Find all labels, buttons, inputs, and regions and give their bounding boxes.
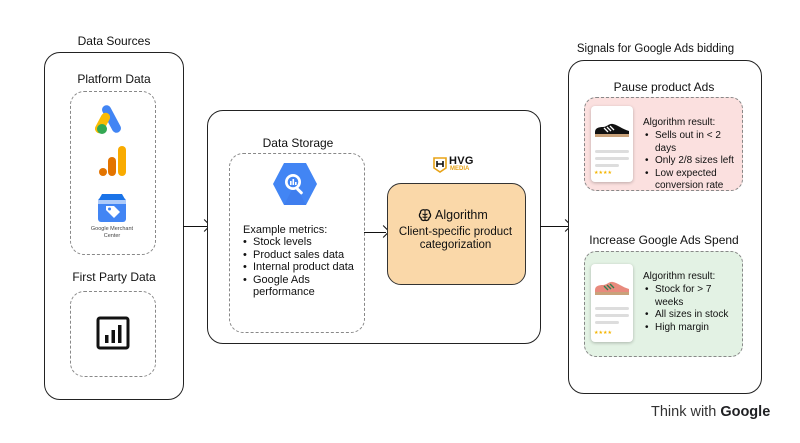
data-storage-group <box>229 153 365 333</box>
pause-result-list: Sells out in < 2 days Only 2/8 sizes lef… <box>645 130 740 193</box>
card-text-line <box>595 157 629 160</box>
think-with-google-logo: Think with Google <box>651 404 770 420</box>
result-item: Low expected conversion rate <box>645 168 740 193</box>
brain-icon <box>418 209 432 222</box>
data-storage-title: Data Storage <box>262 136 334 150</box>
algorithm-box <box>387 183 526 285</box>
result-item: Only 2/8 sizes left <box>645 155 740 168</box>
hvg-media-logo <box>433 157 447 173</box>
google-wordmark: Google <box>720 404 771 420</box>
google-analytics-icon <box>99 146 126 176</box>
metric-item: Internal product data <box>243 261 358 274</box>
sneaker-image-black <box>595 123 629 137</box>
result-item: Sells out in < 2 days <box>645 130 740 155</box>
card-text-line <box>595 321 619 324</box>
hvg-logo-subtext: MEDIA <box>450 166 470 172</box>
metrics-list: Stock levels Product sales data Internal… <box>243 236 358 299</box>
algorithm-description: Client-specific product categorization <box>398 226 513 251</box>
first-party-data-title: First Party Data <box>72 270 156 284</box>
increase-product-card <box>591 264 633 342</box>
arrow-storage-to-signals <box>540 226 568 227</box>
hvg-logo-text: HVG <box>449 155 474 167</box>
data-sources-title: Data Sources <box>77 34 151 48</box>
signals-title: Signals for Google Ads bidding <box>576 43 735 55</box>
card-text-line <box>595 314 629 317</box>
arrow-storage-to-algorithm <box>364 232 386 233</box>
sneaker-image-pink <box>595 281 629 295</box>
increase-result-list: Stock for > 7 weeks All sizes in stock H… <box>645 284 740 334</box>
platform-data-group <box>70 91 156 255</box>
result-item: All sizes in stock <box>645 309 740 322</box>
rating-stars: ★★★★ <box>594 330 612 336</box>
metric-item: Google Ads performance <box>243 274 358 299</box>
result-item: High margin <box>645 322 740 335</box>
pause-product-card <box>591 106 633 182</box>
card-text-line <box>595 164 619 167</box>
metric-item: Product sales data <box>243 249 358 262</box>
rating-stars: ★★★★ <box>594 170 612 176</box>
result-item: Stock for > 7 weeks <box>645 284 740 309</box>
bar-chart-icon <box>96 316 130 350</box>
increase-spend-title: Increase Google Ads Spend <box>589 233 739 247</box>
google-ads-icon <box>95 105 121 134</box>
merchant-center-label: Google Merchant Center <box>90 226 134 239</box>
card-text-line <box>595 150 629 153</box>
first-party-data-group <box>70 291 156 377</box>
pause-ads-title: Pause product Ads <box>613 80 715 94</box>
pause-result-heading: Algorithm result: <box>643 117 716 128</box>
metrics-heading: Example metrics: <box>243 224 328 236</box>
bigquery-icon <box>273 163 317 205</box>
card-text-line <box>595 307 629 310</box>
think-with-text: Think with <box>651 404 717 420</box>
platform-data-title: Platform Data <box>77 72 151 86</box>
metric-item: Stock levels <box>243 236 358 249</box>
arrow-sources-to-storage <box>183 226 207 227</box>
merchant-center-icon <box>98 194 126 222</box>
increase-result-heading: Algorithm result: <box>643 271 716 282</box>
algorithm-title: Algorithm <box>435 208 488 222</box>
